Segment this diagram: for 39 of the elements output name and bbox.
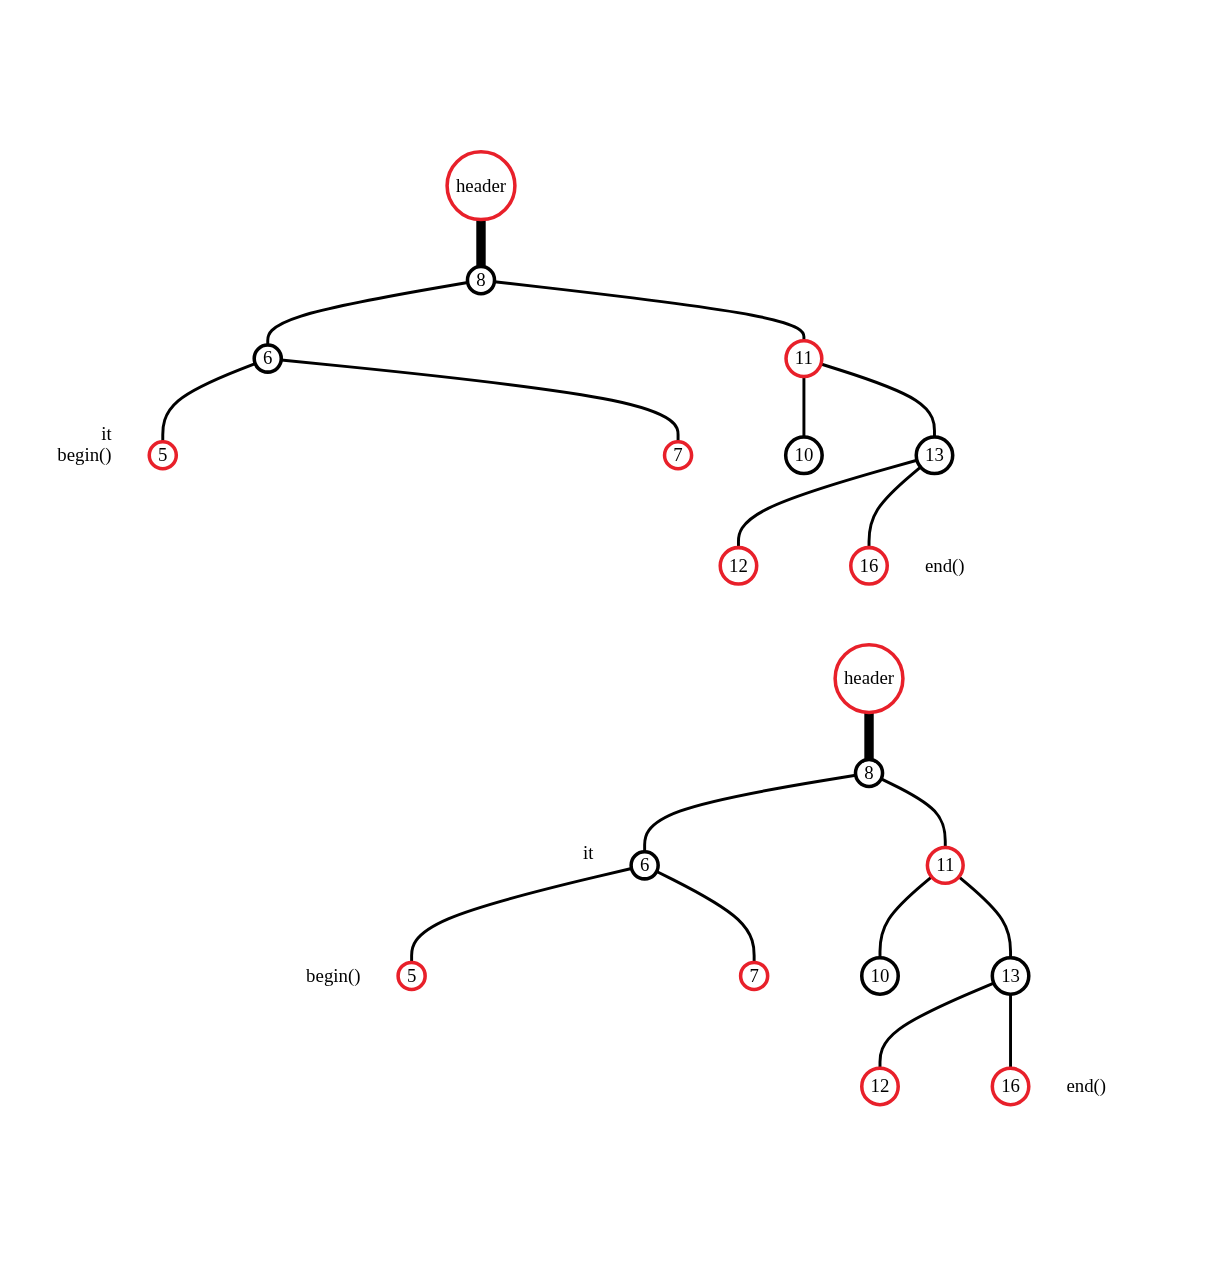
node-circle: 8	[465, 264, 497, 296]
node-circle: 16	[849, 545, 889, 586]
connector	[643, 773, 856, 852]
node-circle: 11	[925, 845, 965, 885]
node-label: end()	[924, 555, 965, 576]
node-label: it	[583, 842, 594, 863]
connector	[656, 870, 756, 963]
connector	[957, 875, 1012, 958]
node-circle: 5	[396, 960, 427, 992]
node-circle: 7	[738, 960, 770, 992]
node-circle: header	[833, 642, 905, 715]
connector	[266, 281, 468, 346]
node-circle: 5	[147, 440, 179, 471]
connector	[161, 362, 256, 442]
node-label: end()	[1066, 1075, 1107, 1096]
connector	[880, 777, 947, 848]
connector	[1009, 994, 1012, 1069]
connector	[867, 465, 922, 548]
node-circle: 10	[783, 435, 824, 476]
node-circle: 6	[629, 850, 660, 881]
connector	[410, 867, 632, 963]
connector	[878, 875, 933, 958]
connector	[878, 981, 995, 1069]
node-circle: 12	[718, 545, 759, 586]
node-circle: 12	[860, 1066, 900, 1107]
node-label: begin()	[57, 444, 112, 465]
node-circle: 13	[990, 955, 1031, 996]
node-circle: 8	[853, 757, 885, 789]
node-circle: 10	[860, 955, 900, 996]
node-label: it	[101, 423, 112, 444]
connector	[281, 358, 680, 442]
connector	[802, 376, 806, 438]
node-circle: 6	[252, 343, 284, 374]
node-circle: 11	[784, 338, 824, 379]
node-circle: 13	[914, 435, 955, 476]
node-circle: 7	[662, 440, 694, 471]
node-circle: 16	[990, 1066, 1031, 1107]
node-circle: header	[445, 150, 517, 222]
node-label: begin()	[306, 965, 361, 986]
